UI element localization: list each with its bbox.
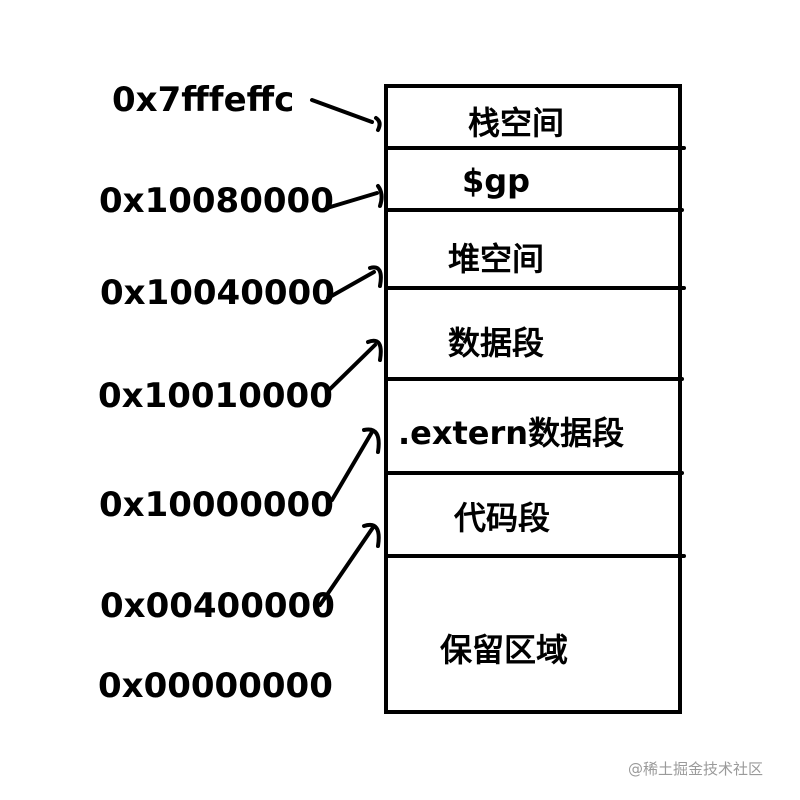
segment-label-reserved: 保留区域 <box>440 631 568 669</box>
arrow-heap <box>326 265 383 300</box>
address-label-code: 0x00400000 <box>100 586 335 626</box>
segment-label-extern: .extern数据段 <box>398 414 624 452</box>
segment-label-code: 代码段 <box>453 499 550 537</box>
memory-column <box>384 84 682 714</box>
arrow-stack <box>310 98 382 132</box>
address-label-extern: 0x10000000 <box>99 485 334 525</box>
address-label-data: 0x10010000 <box>98 376 333 416</box>
address-label-stack: 0x7fffeffc <box>112 80 294 120</box>
address-label-reserved: 0x00000000 <box>98 666 333 706</box>
address-label-heap: 0x10040000 <box>100 273 335 313</box>
arrow-gp <box>325 184 384 210</box>
segment-label-data: 数据段 <box>448 324 544 362</box>
segment-label-gp: $gp <box>462 162 530 200</box>
segment-label-heap: 堆空间 <box>448 240 544 278</box>
watermark-text: @稀土掘金技术社区 <box>628 760 763 778</box>
segment-label-stack: 栈空间 <box>468 104 564 142</box>
arrow-extern <box>330 427 381 502</box>
arrow-code <box>318 523 381 607</box>
arrow-data <box>325 338 383 394</box>
address-label-gp: 0x10080000 <box>99 181 334 221</box>
